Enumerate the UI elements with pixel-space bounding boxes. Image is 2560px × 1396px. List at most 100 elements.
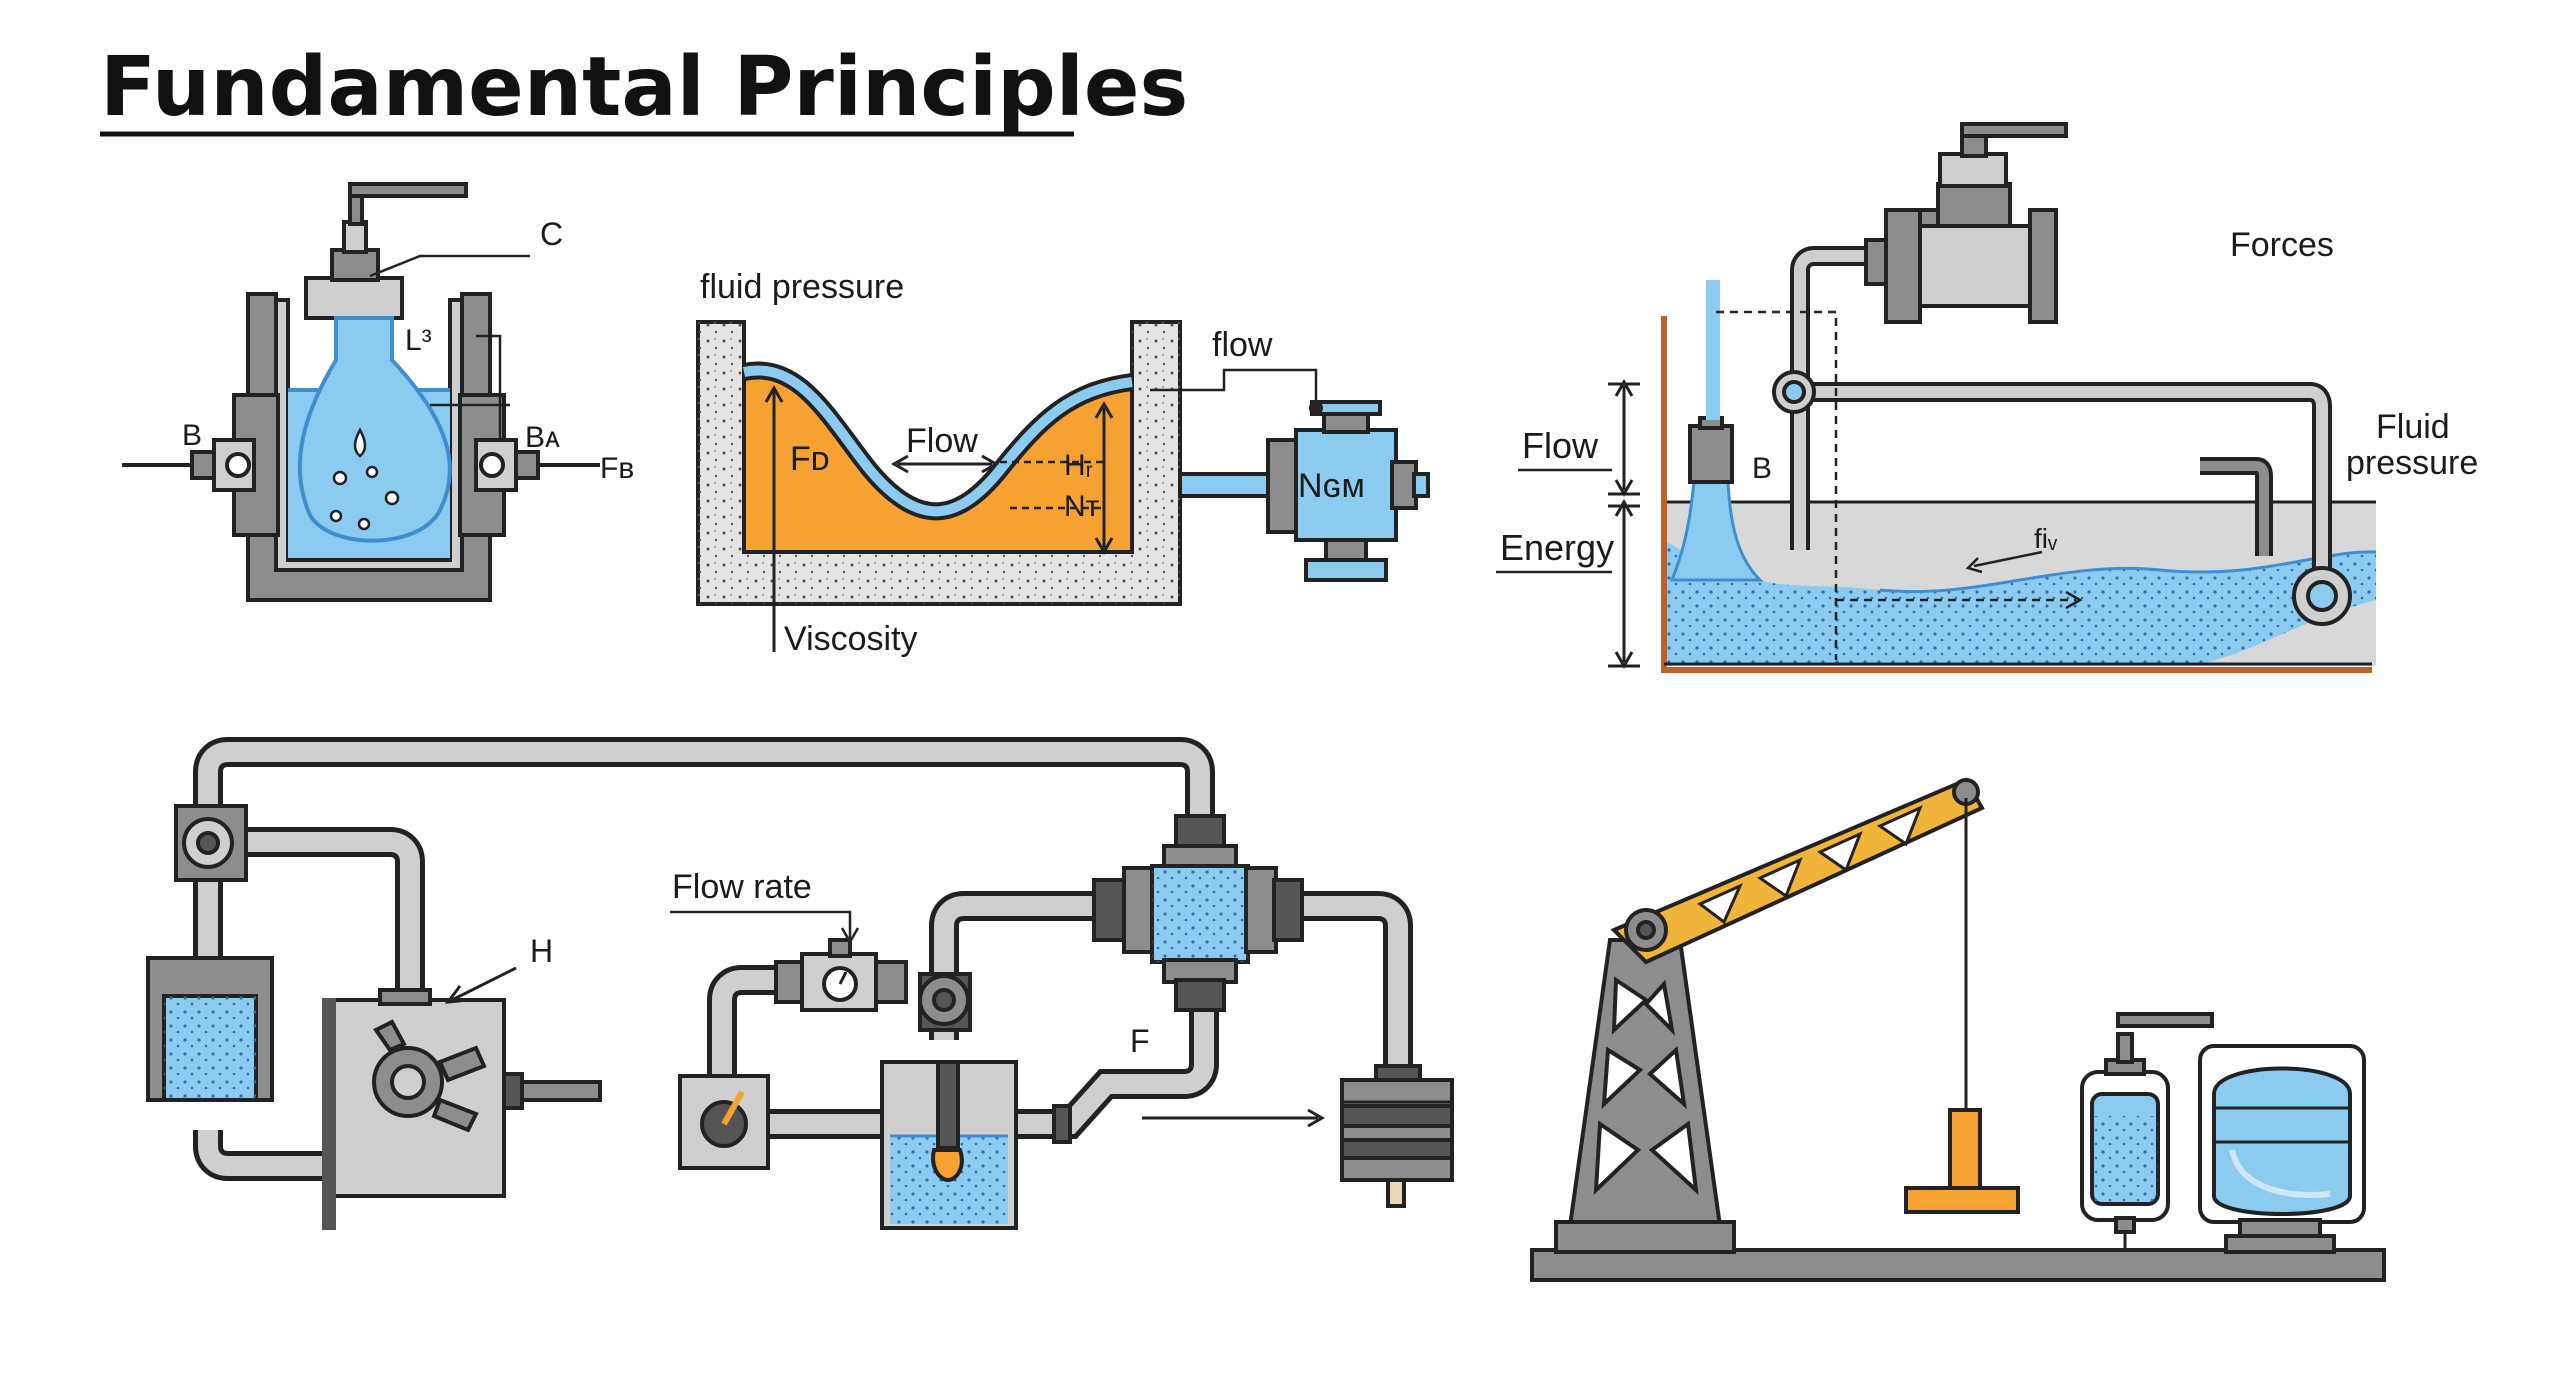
label-l3: L³ xyxy=(405,324,432,357)
vessel-inner-wall xyxy=(274,298,464,572)
droplet-icon xyxy=(332,470,348,486)
pipe-riser xyxy=(1794,250,1866,550)
valve-handle xyxy=(1960,122,2068,138)
pump-outlet-collar xyxy=(502,1072,524,1110)
label-fiv: fiᵥ xyxy=(2034,523,2058,554)
loop-valve-hub xyxy=(196,831,220,855)
tower-lattice xyxy=(1647,1045,1687,1110)
label-fp: Fᴅ xyxy=(790,440,830,478)
label-viscosity: Viscosity xyxy=(784,620,918,658)
flex-pipe xyxy=(742,365,1133,517)
pipe-right-drop xyxy=(1300,896,1408,1076)
droplet-icon xyxy=(384,490,400,506)
droplet-icon xyxy=(365,465,379,479)
leader-flow-rate xyxy=(670,910,852,938)
pump-foot xyxy=(1304,558,1388,582)
page-title: Fundamental Principles xyxy=(100,40,1188,135)
small-vessel-drain xyxy=(2114,1216,2136,1234)
load-stem xyxy=(1948,1108,1982,1192)
water-jet xyxy=(1669,478,1764,582)
pipe-joint-center xyxy=(1782,380,1806,404)
left-tank-texture xyxy=(164,996,256,1100)
small-vessel-texture xyxy=(2092,1116,2158,1204)
pipe-return xyxy=(198,1130,330,1176)
arrowhead-icon xyxy=(2065,590,2083,610)
boom-lattice xyxy=(1756,857,1803,899)
arrowhead-icon xyxy=(890,454,909,474)
cross-valve-left-plate xyxy=(1122,866,1156,954)
dash-guide xyxy=(1716,310,1838,660)
pump-vane xyxy=(437,1045,487,1083)
droplet-icon xyxy=(353,427,367,458)
small-vessel-handle xyxy=(2116,1012,2214,1028)
gauge-needle xyxy=(721,1090,745,1126)
pump-base xyxy=(1324,538,1368,562)
base-rail xyxy=(1530,1248,2386,1282)
rate-valve-stem xyxy=(828,938,852,958)
panel-vessel xyxy=(122,182,600,602)
pump-inlet xyxy=(378,988,432,1006)
label-energy: Energy xyxy=(1500,527,1614,568)
boom-pivot-hub xyxy=(1636,920,1656,940)
arrowhead-icon xyxy=(764,384,784,403)
pump-rotor-hub xyxy=(390,1064,426,1100)
tank-wall xyxy=(1661,316,2372,673)
valve-bonnet xyxy=(1936,182,2012,228)
label-f: F xyxy=(1130,1023,1150,1059)
valve-body xyxy=(1918,224,2032,308)
boom-lattice xyxy=(1876,805,1923,847)
valve-bonnet-cap xyxy=(1938,152,2008,188)
arrowhead-icon xyxy=(444,985,469,1004)
large-tank-foot xyxy=(2224,1234,2336,1254)
panel-tank xyxy=(1496,122,2377,673)
label-f: Fʙ xyxy=(600,452,634,485)
leader-fiv xyxy=(1973,550,2043,568)
rate-valve-flange xyxy=(774,960,804,1004)
stem xyxy=(342,220,368,254)
crane-boom xyxy=(1610,777,1985,965)
pipe-tank-out xyxy=(1012,990,1214,1134)
tower-lattice xyxy=(1643,979,1676,1036)
tower-lattice xyxy=(1601,1046,1644,1109)
label-c: C xyxy=(540,216,563,252)
outlet-pipe xyxy=(1178,472,1272,498)
pipe-outline xyxy=(193,737,1215,830)
pipe-main-loop xyxy=(198,742,1210,830)
label-fluid-pressure: fluid pressure xyxy=(700,268,904,306)
pipe-end-joint-center xyxy=(2306,580,2338,612)
pipe-mid-riser xyxy=(934,896,1096,1040)
tower-lattice xyxy=(1611,976,1650,1035)
pump-mount xyxy=(322,998,336,1230)
flask xyxy=(297,316,452,543)
gauge-box xyxy=(678,1074,770,1170)
leader-h xyxy=(451,966,517,1002)
left-valve-knob-icon xyxy=(225,452,251,478)
pump-vane xyxy=(431,1097,479,1133)
label-b: B xyxy=(1752,452,1772,485)
label-forces: Forces xyxy=(2230,226,2334,264)
droplet-icon xyxy=(357,517,371,531)
rate-valve-flange xyxy=(874,960,908,1004)
pipe-outline xyxy=(1300,891,1413,1076)
label-h2: Nᴛ xyxy=(1064,490,1100,523)
panel-network xyxy=(146,737,1454,1230)
pipe-left-riser xyxy=(712,970,780,1086)
tower-lattice xyxy=(1593,1120,1642,1195)
motor-band xyxy=(1340,1138,1454,1160)
crane-foot xyxy=(1554,1220,1736,1254)
tank-water-texture xyxy=(1664,540,2376,664)
leader-right xyxy=(476,334,502,440)
droplet-icon xyxy=(329,509,343,523)
label-flow-top: flow xyxy=(1212,326,1273,364)
label-b-left: B xyxy=(182,419,202,452)
leader-c xyxy=(369,254,530,278)
cross-valve-right-flange xyxy=(1272,878,1304,942)
panel-crane xyxy=(1530,777,2386,1282)
leader-flow xyxy=(1150,368,1318,404)
label-b-right: Bᴀ xyxy=(525,421,560,454)
cross-valve-top-stem xyxy=(1174,814,1226,848)
arrowhead-icon xyxy=(1614,378,1634,397)
overflow-pipe xyxy=(2200,461,2269,556)
